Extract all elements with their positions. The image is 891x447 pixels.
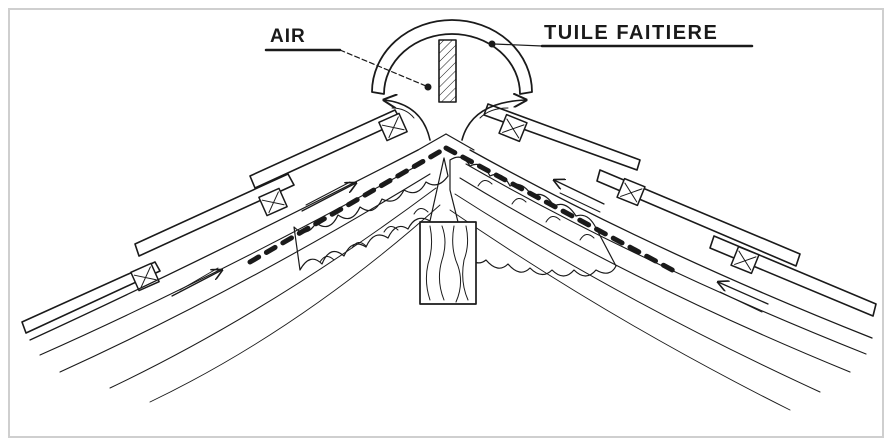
ridge-board bbox=[438, 39, 457, 103]
frame-border bbox=[8, 8, 884, 438]
left-tile-lower bbox=[21, 261, 161, 334]
label-leaders bbox=[264, 40, 754, 91]
left-batten-3 bbox=[378, 112, 408, 142]
left-airflow-arrow-3 bbox=[301, 183, 356, 212]
left-tile-upper bbox=[249, 109, 402, 189]
left-underlay-line-5 bbox=[149, 204, 441, 403]
right-batten-2 bbox=[616, 177, 646, 207]
left-insulation-inner bbox=[319, 208, 429, 263]
right-underlay-line-2 bbox=[465, 163, 867, 355]
ridge-outflow-left-2 bbox=[391, 107, 415, 119]
left-insulation bbox=[293, 157, 449, 271]
ridge-peak-line-right bbox=[445, 133, 475, 151]
left-batten-2 bbox=[258, 187, 288, 217]
ridge-outflow-right bbox=[461, 100, 526, 141]
left-membrane bbox=[247, 145, 449, 265]
tuile-leader bbox=[493, 43, 543, 47]
beam-block bbox=[419, 221, 477, 305]
left-underlay-line-2 bbox=[39, 161, 425, 356]
air-point bbox=[424, 83, 432, 91]
ridge-tile bbox=[371, 19, 533, 95]
left-airflow-arrow-2 bbox=[179, 267, 219, 291]
air-label: AIR bbox=[270, 26, 306, 47]
left-airflow-arrow-4 bbox=[305, 181, 351, 206]
right-airflow-arrow-3 bbox=[554, 180, 605, 205]
left-underlay-line-1 bbox=[29, 149, 419, 341]
left-roof-slope bbox=[21, 109, 449, 403]
right-underlay-line-1 bbox=[469, 149, 873, 339]
left-batten-1 bbox=[130, 262, 160, 292]
ridge-outflow-left bbox=[384, 100, 431, 141]
left-airflow-arrow-1 bbox=[171, 270, 222, 297]
right-tile-lower bbox=[709, 235, 877, 317]
right-roof-slope bbox=[443, 103, 877, 411]
right-underlay-line-5 bbox=[449, 209, 791, 411]
right-batten-3 bbox=[730, 245, 760, 275]
left-underlay-line-4 bbox=[109, 187, 437, 389]
right-tile-middle bbox=[596, 169, 801, 267]
air-leader bbox=[339, 49, 427, 87]
tuile-point bbox=[488, 40, 496, 48]
right-insulation bbox=[449, 156, 617, 277]
right-airflow-arrow-1 bbox=[718, 282, 769, 305]
ridge-tile-label: TUILE FAITIERE bbox=[544, 22, 719, 44]
ridge-outflow-right-2 bbox=[479, 107, 509, 119]
left-tile-middle bbox=[134, 173, 295, 257]
right-underlay-line-4 bbox=[454, 193, 821, 393]
right-batten-1 bbox=[498, 113, 528, 143]
right-airflow-arrow-2 bbox=[719, 291, 763, 313]
right-underlay-line-3 bbox=[459, 177, 851, 373]
central-beam bbox=[419, 221, 477, 305]
ridge-peak-line-left bbox=[417, 133, 447, 151]
ridge-assembly bbox=[371, 19, 533, 151]
beam-grain bbox=[425, 225, 469, 303]
right-insulation-inner bbox=[477, 180, 595, 241]
right-airflow-arrow-4 bbox=[559, 192, 601, 213]
